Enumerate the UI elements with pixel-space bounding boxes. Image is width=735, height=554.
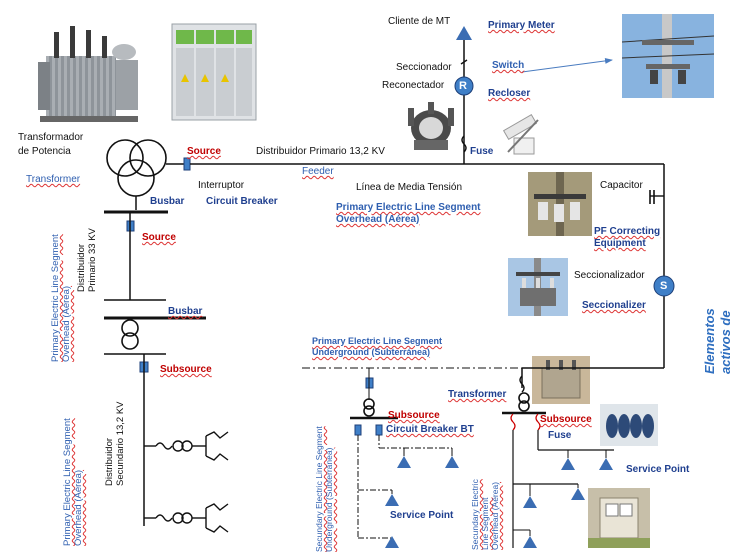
interruptor-label: Interruptor [198, 180, 245, 191]
feeder-label: Feeder [302, 166, 334, 177]
insulator-photo [600, 404, 658, 446]
meter-box-photo [588, 488, 650, 548]
secondary-underground-vertical: Secundary Electric Line Segment Undergro… [314, 426, 334, 552]
pole-photo [622, 14, 714, 98]
transformer-right-label: Transformer [448, 389, 507, 400]
service-point-mid-label: Service Point [390, 510, 454, 521]
primary-overhead-vertical-1: Primary Electric Line Segment Overhead (… [50, 234, 72, 362]
secondary-overhead-vertical: Secundary Electric Line Segment Overhead… [470, 479, 500, 550]
recloser-circle [454, 76, 474, 96]
circuit-breaker-bt-label: Circuit Breaker BT [386, 424, 474, 435]
recloser-photo [400, 100, 462, 154]
primary-meter-triangle [456, 26, 472, 40]
switch-label: Switch [492, 60, 525, 71]
primary-overhead-label: Primary Electric Line Segment Overhead (… [336, 202, 481, 225]
fuse-photo [498, 112, 546, 162]
pad-transformer-photo [532, 356, 590, 404]
seccionador-label: Seccionador [396, 62, 452, 73]
source-left-label: Source [142, 232, 176, 243]
reconectador-label: Reconectador [382, 80, 445, 91]
breaker-node [183, 157, 191, 171]
transformador-potencia-label: Transformador de Potencia [18, 132, 84, 157]
subsource-right-label: Subsource [540, 414, 592, 425]
fuse-right-label: Fuse [548, 430, 572, 441]
recloser-symbol: R [459, 80, 467, 92]
circuit-breaker-label: Circuit Breaker [206, 196, 278, 207]
distribuidor-primario-label: Distribuidor Primario 13,2 KV [256, 146, 385, 157]
subsource-mid-label: Subsource [388, 410, 440, 421]
primary-overhead-vertical-2: Primary Electric Line Segment Overhead (… [62, 418, 84, 546]
fuse-top-label: Fuse [470, 146, 494, 157]
transformer-top-label: Transformer [26, 174, 81, 185]
capacitor-label: Capacitor [600, 180, 643, 191]
busbar-top-label: Busbar [150, 196, 185, 207]
primary-underground-label: Primary Electric Line Segment Undergroun… [312, 336, 443, 357]
busbar-mid-label: Busbar [168, 306, 203, 317]
subsource-left-label: Subsource [160, 364, 212, 375]
transformer-photo [28, 22, 150, 124]
side-title: Elementos activos de la electric network [702, 308, 735, 374]
capacitor-photo [528, 172, 592, 236]
sectionalizer-circle [653, 275, 675, 297]
power-transformer-symbol [106, 139, 167, 197]
switchgear-photo [170, 22, 258, 122]
cliente-mt-label: Cliente de MT [388, 16, 451, 27]
sectionalizer-symbol: S [660, 280, 668, 292]
linea-media-label: Línea de Media Tensión [356, 182, 463, 193]
source-top-label: Source [187, 146, 221, 157]
distribuidor-primario-vertical: Distribuidor Primario 33 KV [76, 228, 98, 292]
primary-meter-label: Primary Meter [488, 20, 555, 31]
seccionalizador-label: Seccionalizador [574, 270, 645, 281]
distribuidor-secundario-vertical: Distribuidor Secundario 13,2 KV [104, 401, 126, 486]
recloser-label: Recloser [488, 88, 531, 99]
pf-correcting-label: PF Correcting Equipment [594, 226, 661, 249]
seccionalizer-label: Seccionalizer [582, 300, 646, 311]
sectionalizer-photo [508, 258, 568, 316]
service-point-right-label: Service Point [626, 464, 690, 475]
